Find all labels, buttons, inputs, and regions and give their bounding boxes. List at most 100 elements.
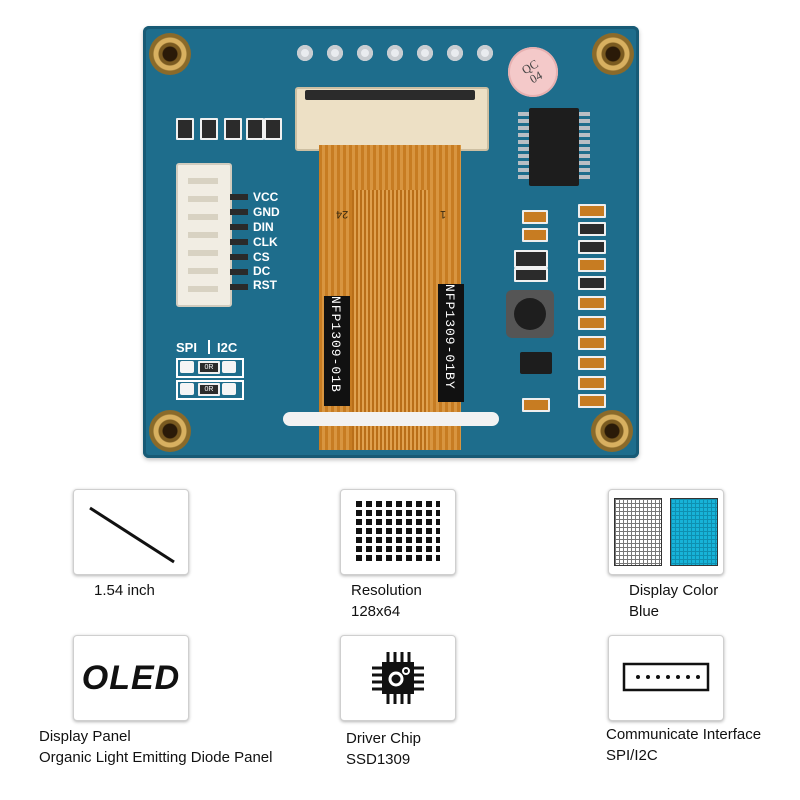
jumper-pad — [180, 361, 194, 373]
header-pin-hole — [297, 45, 313, 61]
smd-resistor — [578, 240, 606, 254]
feature-card-display-panel: OLED — [73, 635, 189, 721]
smd-resistor — [264, 118, 282, 140]
transistor — [520, 352, 552, 374]
feature-card-interface — [608, 635, 724, 721]
smd-resistor — [578, 222, 606, 236]
jumper-outline — [176, 380, 244, 400]
feature-panel-title: Display Panel — [39, 728, 131, 745]
inductor-core — [514, 298, 546, 330]
smd-resistor — [578, 276, 606, 290]
connector-slot — [188, 214, 218, 220]
ic-pins — [579, 112, 590, 182]
diagonal-line-icon — [89, 506, 175, 564]
smd-capacitor — [578, 394, 606, 408]
pin-label-din: DIN — [253, 220, 274, 234]
connector-lead — [230, 254, 248, 260]
driver-ic — [529, 108, 579, 186]
smd-capacitor — [578, 336, 606, 350]
feature-interface-title: Communicate Interface — [606, 726, 762, 743]
header-pin-hole — [417, 45, 433, 61]
connector-slot — [188, 178, 218, 184]
connector-lead — [230, 269, 248, 275]
ribbon-marking-strip — [438, 284, 464, 402]
mounting-screw — [149, 33, 191, 75]
smd-diode — [514, 250, 548, 268]
connector-slot — [188, 250, 218, 256]
smd-capacitor — [578, 376, 606, 390]
feature-color-title: Display Color — [629, 582, 719, 599]
pin-label-clk: CLK — [253, 235, 278, 249]
header-pin-hole — [387, 45, 403, 61]
connector-slot — [188, 268, 218, 274]
silkscreen-divider — [208, 340, 210, 354]
ribbon-part-number: NFP1309-01B — [328, 296, 343, 393]
jumper-outline — [176, 358, 244, 378]
blue-pixel-panel — [670, 498, 718, 566]
mounting-screw — [591, 410, 633, 452]
connector-slot — [188, 286, 218, 292]
connector-lead — [230, 284, 248, 290]
feature-resolution-value: 128x64 — [351, 603, 401, 620]
pixel-grid-icon — [356, 501, 440, 563]
ribbon-marking-strip — [324, 296, 350, 406]
board-slot — [283, 412, 499, 426]
feature-interface-value: SPI/I2C — [606, 747, 658, 764]
pin-label-gnd: GND — [253, 205, 280, 219]
zero-ohm-resistor: 0R — [198, 361, 220, 374]
zif-latch — [305, 90, 475, 100]
mounting-screw — [592, 33, 634, 75]
header-pin-hole — [357, 45, 373, 61]
connector-lead — [230, 224, 248, 230]
jumper-pad — [222, 361, 236, 373]
chip-icon — [372, 652, 424, 704]
smd-capacitor — [522, 228, 548, 242]
jumper-pad — [222, 383, 236, 395]
smd-resistor — [200, 118, 218, 140]
pin-label-cs: CS — [253, 250, 270, 264]
smd-capacitor — [578, 356, 606, 370]
feature-panel-value: Organic Light Emitting Diode Panel — [39, 749, 273, 766]
ribbon-pin-label: 24 — [336, 208, 349, 220]
header-pin-hole — [447, 45, 463, 61]
header-pin-hole — [327, 45, 343, 61]
connector-lead — [230, 194, 248, 200]
pin-label-dc: DC — [253, 264, 271, 278]
flex-ribbon-traces — [352, 190, 428, 450]
smd-resistor — [224, 118, 242, 140]
connector-slot — [188, 232, 218, 238]
jumper-pad — [180, 383, 194, 395]
feature-card-driver-chip — [340, 635, 456, 721]
oled-logo: OLED — [81, 658, 181, 697]
feature-color-value: Blue — [629, 603, 660, 620]
display-color-icon — [614, 498, 718, 566]
smd-capacitor — [522, 210, 548, 224]
smd-diode — [514, 268, 548, 282]
feature-card-size — [73, 489, 189, 575]
smd-capacitor — [578, 296, 606, 310]
feature-chip-title: Driver Chip — [346, 730, 422, 747]
connector-lead — [230, 239, 248, 245]
ic-pins — [518, 112, 529, 182]
smd-resistor — [176, 118, 194, 140]
smd-resistor — [246, 118, 264, 140]
feature-size-label: 1.54 inch — [94, 582, 155, 599]
smd-capacitor — [578, 258, 606, 272]
mode-label-i2c: I2C — [217, 340, 238, 355]
feature-resolution-title: Resolution — [351, 582, 422, 599]
pin-label-rst: RST — [253, 278, 277, 292]
connector-icon — [622, 662, 710, 692]
feature-chip-value: SSD1309 — [346, 751, 411, 768]
feature-card-resolution — [340, 489, 456, 575]
mounting-screw — [149, 410, 191, 452]
ribbon-pin-label: 1 — [440, 208, 447, 220]
pin-label-vcc: VCC — [253, 190, 279, 204]
smd-capacitor — [522, 398, 550, 412]
connector-slot — [188, 196, 218, 202]
qc-sticker-line2: 04 — [527, 68, 545, 87]
ribbon-part-number: NFP1309-01BY — [442, 284, 457, 390]
header-pin-hole — [477, 45, 493, 61]
smd-capacitor — [578, 316, 606, 330]
smd-capacitor — [578, 204, 606, 218]
zero-ohm-resistor: 0R — [198, 383, 220, 396]
